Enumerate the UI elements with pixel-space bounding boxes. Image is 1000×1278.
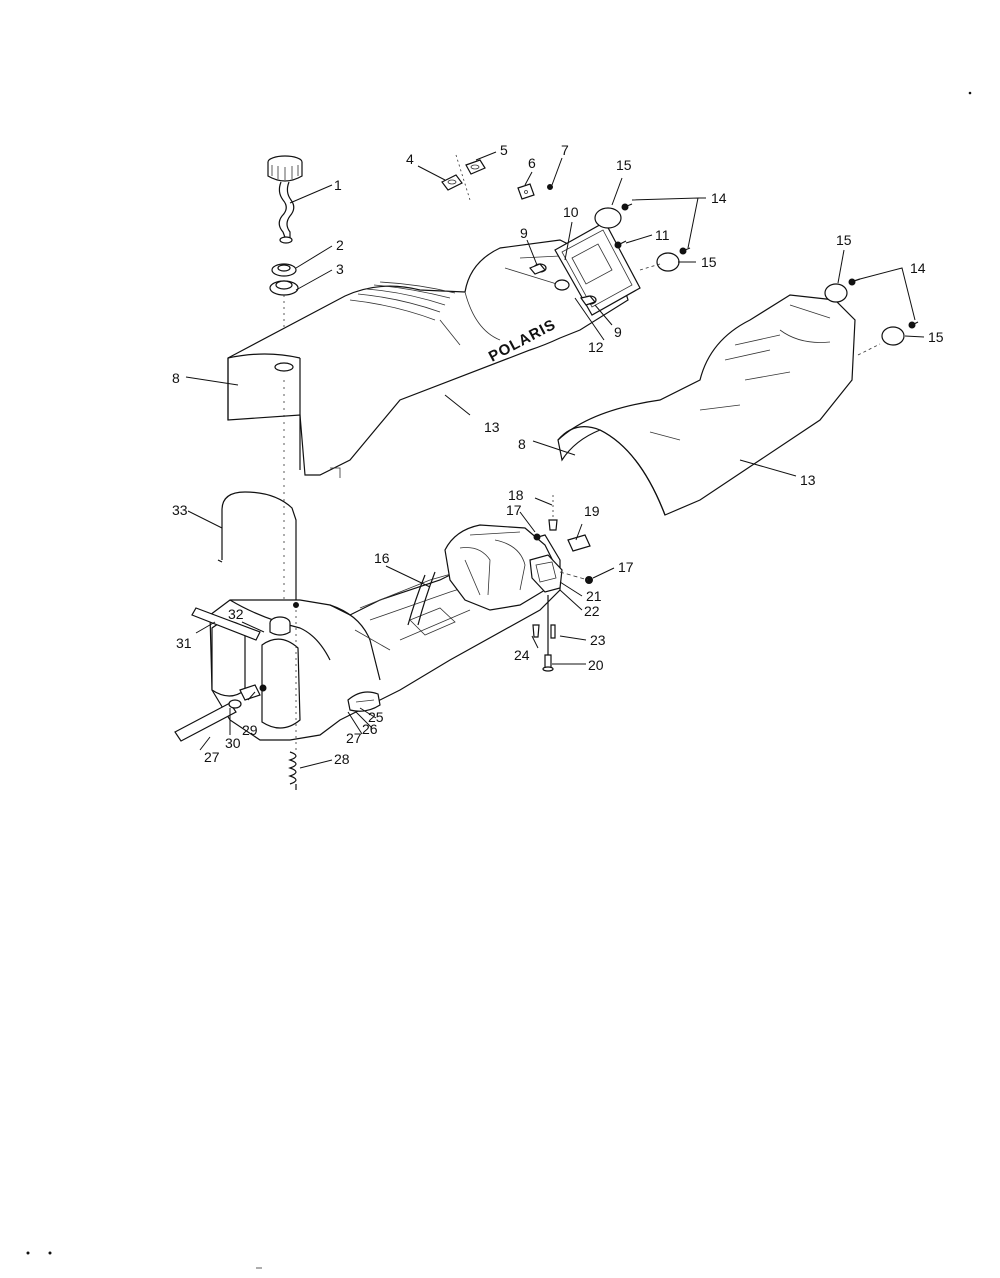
callout-15d: 15 — [928, 329, 944, 345]
callout-29: 29 — [242, 722, 258, 738]
drain-fitting — [347, 691, 381, 712]
callout-28: 28 — [334, 751, 350, 767]
callout-13a: 13 — [484, 419, 500, 435]
callout-3: 3 — [336, 261, 344, 277]
callout-21: 21 — [586, 588, 602, 604]
callout-1: 1 — [334, 177, 342, 193]
callout-12: 12 — [588, 339, 604, 355]
callout-10: 10 — [563, 204, 579, 220]
callout-31: 31 — [176, 635, 192, 651]
callout-27b: 27 — [346, 730, 362, 746]
callout-30: 30 — [225, 735, 241, 751]
callout-14b: 14 — [910, 260, 926, 276]
callout-17a: 17 — [506, 502, 522, 518]
callout-24: 24 — [514, 647, 530, 663]
callout-32: 32 — [228, 606, 244, 622]
callout-15b: 15 — [701, 254, 717, 270]
cap-screw-right — [824, 278, 919, 356]
grommet-part-3 — [269, 280, 299, 296]
leader-lines — [185, 151, 925, 769]
callout-18: 18 — [508, 487, 524, 503]
callout-14a: 14 — [711, 190, 727, 206]
callout-15c: 15 — [836, 232, 852, 248]
callout-7: 7 — [561, 142, 569, 158]
fuel-line — [174, 684, 267, 742]
callout-20: 20 — [588, 657, 604, 673]
callout-22: 22 — [584, 603, 600, 619]
callout-13b: 13 — [800, 472, 816, 488]
scan-specks — [26, 91, 972, 1269]
cap-screw-upper — [594, 203, 691, 272]
vent-tube — [217, 380, 299, 608]
callout-2: 2 — [336, 237, 344, 253]
callout-labels: 1 2 3 4 5 6 7 8 8 9 9 10 11 12 13 13 14 … — [172, 142, 944, 767]
callout-9a: 9 — [520, 225, 528, 241]
callout-11: 11 — [655, 227, 670, 243]
callout-19: 19 — [584, 503, 600, 519]
decal-parts — [441, 154, 553, 201]
spring-part-28 — [288, 610, 297, 790]
callout-8b: 8 — [518, 436, 526, 452]
callout-25: 25 — [368, 709, 384, 725]
taillight-assembly — [529, 221, 641, 316]
gasket-part-2 — [271, 263, 297, 277]
callout-26: 26 — [362, 721, 378, 737]
callout-23: 23 — [590, 632, 606, 648]
hardware-bolts — [532, 495, 558, 672]
callout-4: 4 — [406, 151, 414, 167]
callout-8a: 8 — [172, 370, 180, 386]
callout-9b: 9 — [614, 324, 622, 340]
storage-hood — [444, 524, 556, 611]
callout-27a: 27 — [204, 749, 220, 765]
callout-17b: 17 — [618, 559, 634, 575]
callout-16: 16 — [374, 550, 390, 566]
callout-6: 6 — [528, 155, 536, 171]
callout-15a: 15 — [616, 157, 632, 173]
seat-assembly-right — [557, 294, 856, 516]
callout-33: 33 — [172, 502, 188, 518]
fuel-cap-assembly — [267, 155, 303, 244]
latch-assembly — [529, 533, 593, 660]
callout-5: 5 — [500, 142, 508, 158]
